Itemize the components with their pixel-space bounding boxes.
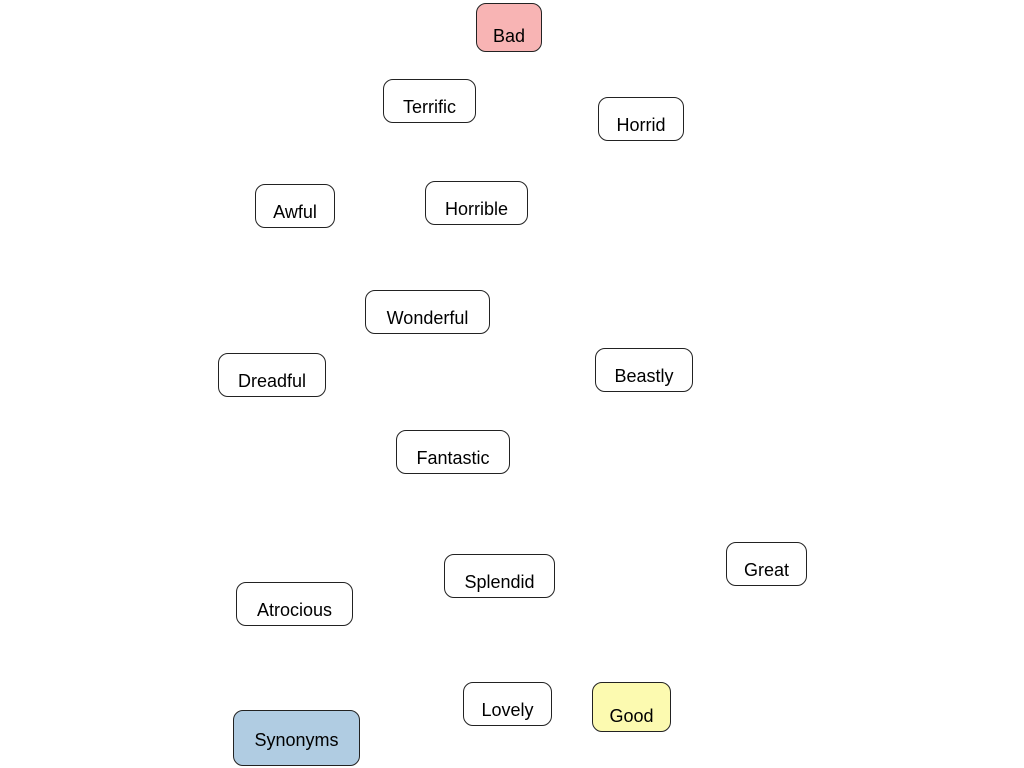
word-label: Horrid xyxy=(616,115,666,135)
word-label: Fantastic xyxy=(416,448,490,468)
category-good-label: Good xyxy=(609,706,654,726)
word-label: Terrific xyxy=(403,97,456,117)
word-card-dreadful[interactable]: Dreadful xyxy=(218,353,326,397)
category-bad[interactable]: Bad xyxy=(476,3,542,52)
category-synonyms-label: Synonyms xyxy=(254,730,339,750)
word-card-splendid[interactable]: Splendid xyxy=(444,554,555,598)
word-card-beastly[interactable]: Beastly xyxy=(595,348,693,392)
word-card-terrific[interactable]: Terrific xyxy=(383,79,476,123)
word-label: Dreadful xyxy=(237,371,307,391)
word-card-horrid[interactable]: Horrid xyxy=(598,97,684,141)
word-card-horrible[interactable]: Horrible xyxy=(425,181,528,225)
word-label: Awful xyxy=(273,202,317,222)
word-card-atrocious[interactable]: Atrocious xyxy=(236,582,353,626)
word-label: Atrocious xyxy=(256,600,333,620)
word-label: Horrible xyxy=(444,199,509,219)
category-synonyms[interactable]: Synonyms xyxy=(233,710,360,766)
category-good[interactable]: Good xyxy=(592,682,671,732)
word-label: Beastly xyxy=(614,366,674,386)
word-label: Splendid xyxy=(464,572,535,592)
word-card-awful[interactable]: Awful xyxy=(255,184,335,228)
word-label: Wonderful xyxy=(386,308,469,328)
word-card-lovely[interactable]: Lovely xyxy=(463,682,552,726)
word-card-fantastic[interactable]: Fantastic xyxy=(396,430,510,474)
category-bad-label: Bad xyxy=(492,26,526,46)
word-label: Lovely xyxy=(481,700,534,720)
word-card-great[interactable]: Great xyxy=(726,542,807,586)
word-label: Great xyxy=(743,560,790,580)
word-card-wonderful[interactable]: Wonderful xyxy=(365,290,490,334)
